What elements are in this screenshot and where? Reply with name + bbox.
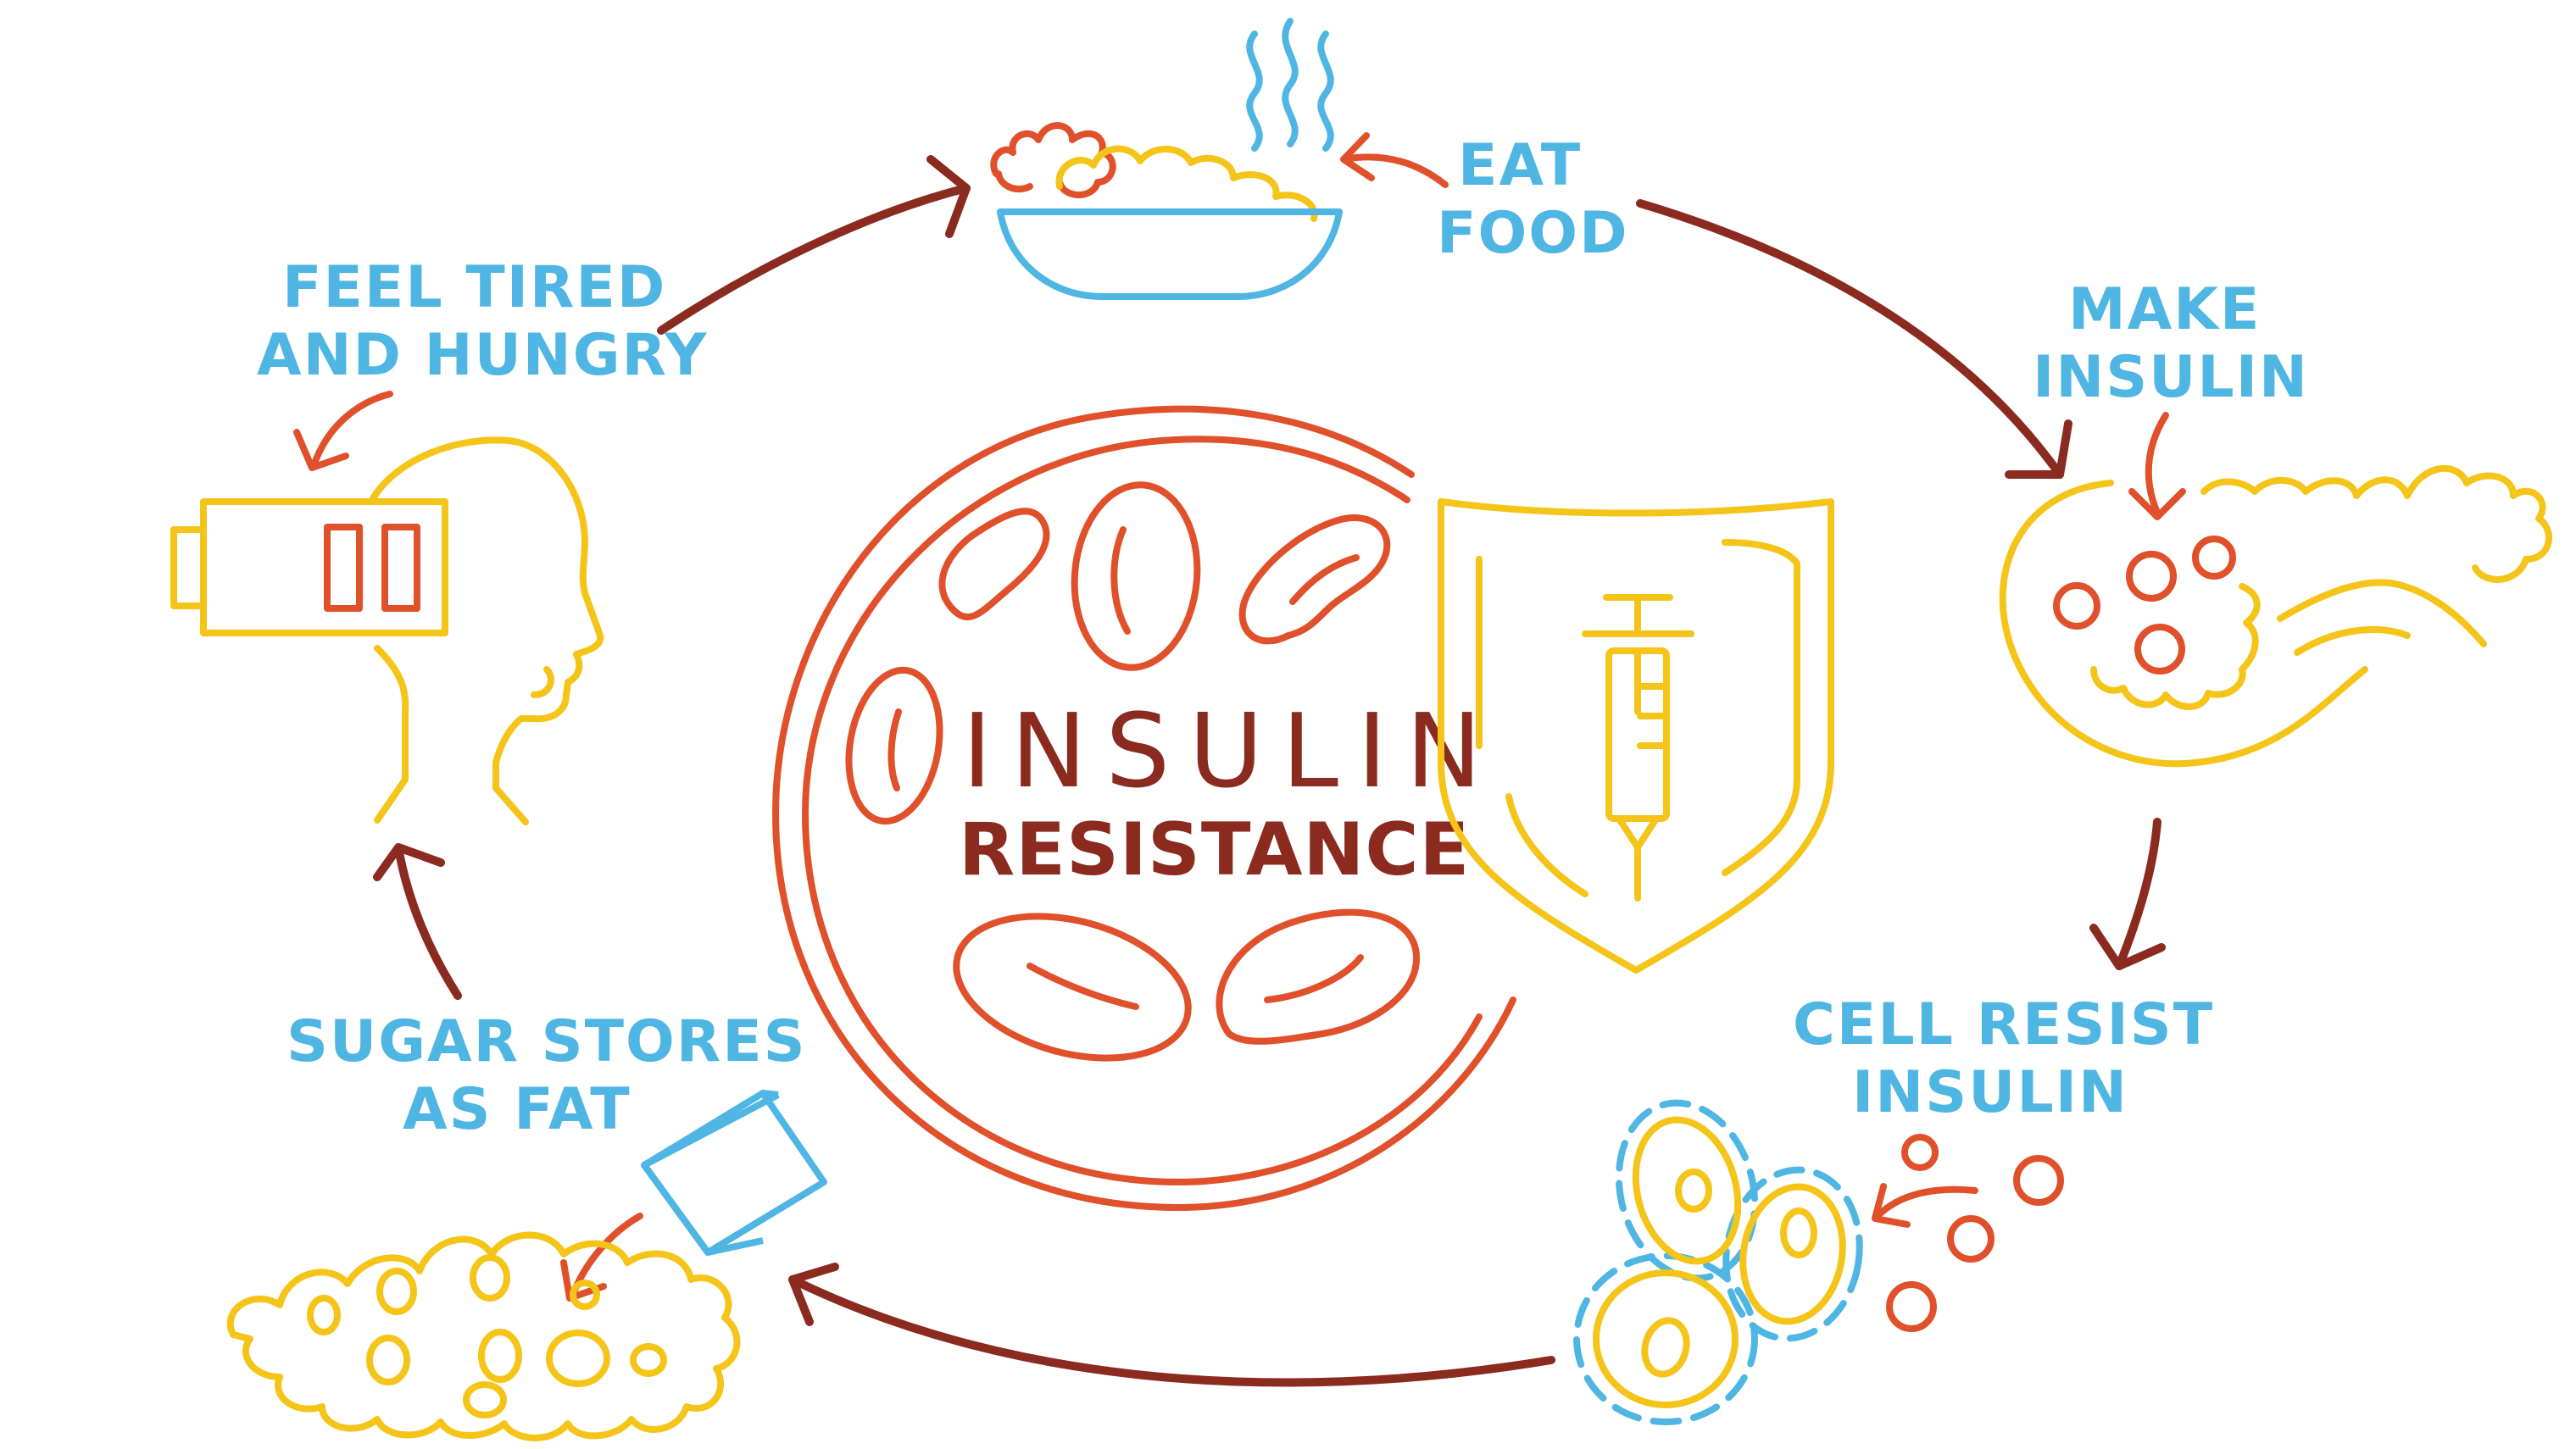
eat-food-label-line1: EAT <box>1458 132 1582 199</box>
tired-hungry-label-line2: AND HUNGRY <box>257 322 708 389</box>
syringe-icon <box>1582 594 1694 902</box>
arrow-food-to-insulin <box>1636 199 2072 479</box>
cell-resist-step: CELL RESIST INSULIN <box>1793 991 2214 1228</box>
food-bowl-icon <box>990 18 1343 300</box>
sugar-fat-label-line1: SUGAR STORES <box>287 1008 807 1075</box>
tired-person-icon <box>370 436 604 825</box>
tired-hungry-label-line1: FEEL TIRED <box>282 254 666 321</box>
arrow-fat-to-tired <box>373 843 462 1000</box>
sugar-cube-icon <box>641 1090 827 1256</box>
arrow-insulin-to-cells <box>2089 818 2166 970</box>
make-insulin-label-line1: MAKE <box>2068 276 2261 343</box>
center-title: INSULIN RESISTANCE <box>959 693 1500 892</box>
make-insulin-label-line2: INSULIN <box>2033 344 2309 411</box>
cells-icon <box>1573 1099 2064 1425</box>
cell-resist-label-line1: CELL RESIST <box>1793 991 2214 1058</box>
sugar-fat-step: SUGAR STORES AS FAT <box>287 1008 807 1302</box>
eat-food-step: EAT FOOD <box>1340 132 1629 267</box>
fat-tissue-icon <box>226 1231 741 1441</box>
arrow-cells-to-fat <box>788 1263 1555 1387</box>
cycle-arrows <box>373 155 2166 1387</box>
shield-icon <box>1438 498 1834 974</box>
red-blood-cells-icon <box>772 405 1516 1211</box>
eat-food-pointer-arrow <box>1340 132 1449 188</box>
sugar-fat-label-line2: AS FAT <box>403 1076 631 1143</box>
cell-resist-label-line2: INSULIN <box>1852 1059 2128 1126</box>
arrow-tired-to-food <box>657 155 971 335</box>
title-resistance: RESISTANCE <box>959 808 1470 892</box>
low-battery-icon <box>170 498 448 636</box>
tired-hungry-pointer-arrow <box>293 391 393 471</box>
cell-resist-pointer-arrow <box>1872 1183 1978 1228</box>
tired-hungry-step: FEEL TIRED AND HUNGRY <box>257 254 708 471</box>
make-insulin-pointer-arrow <box>2128 412 2186 520</box>
make-insulin-step: MAKE INSULIN <box>2033 276 2309 520</box>
eat-food-label-line2: FOOD <box>1437 200 1629 267</box>
pancreas-icon <box>1999 464 2552 768</box>
title-insulin: INSULIN <box>962 693 1500 811</box>
